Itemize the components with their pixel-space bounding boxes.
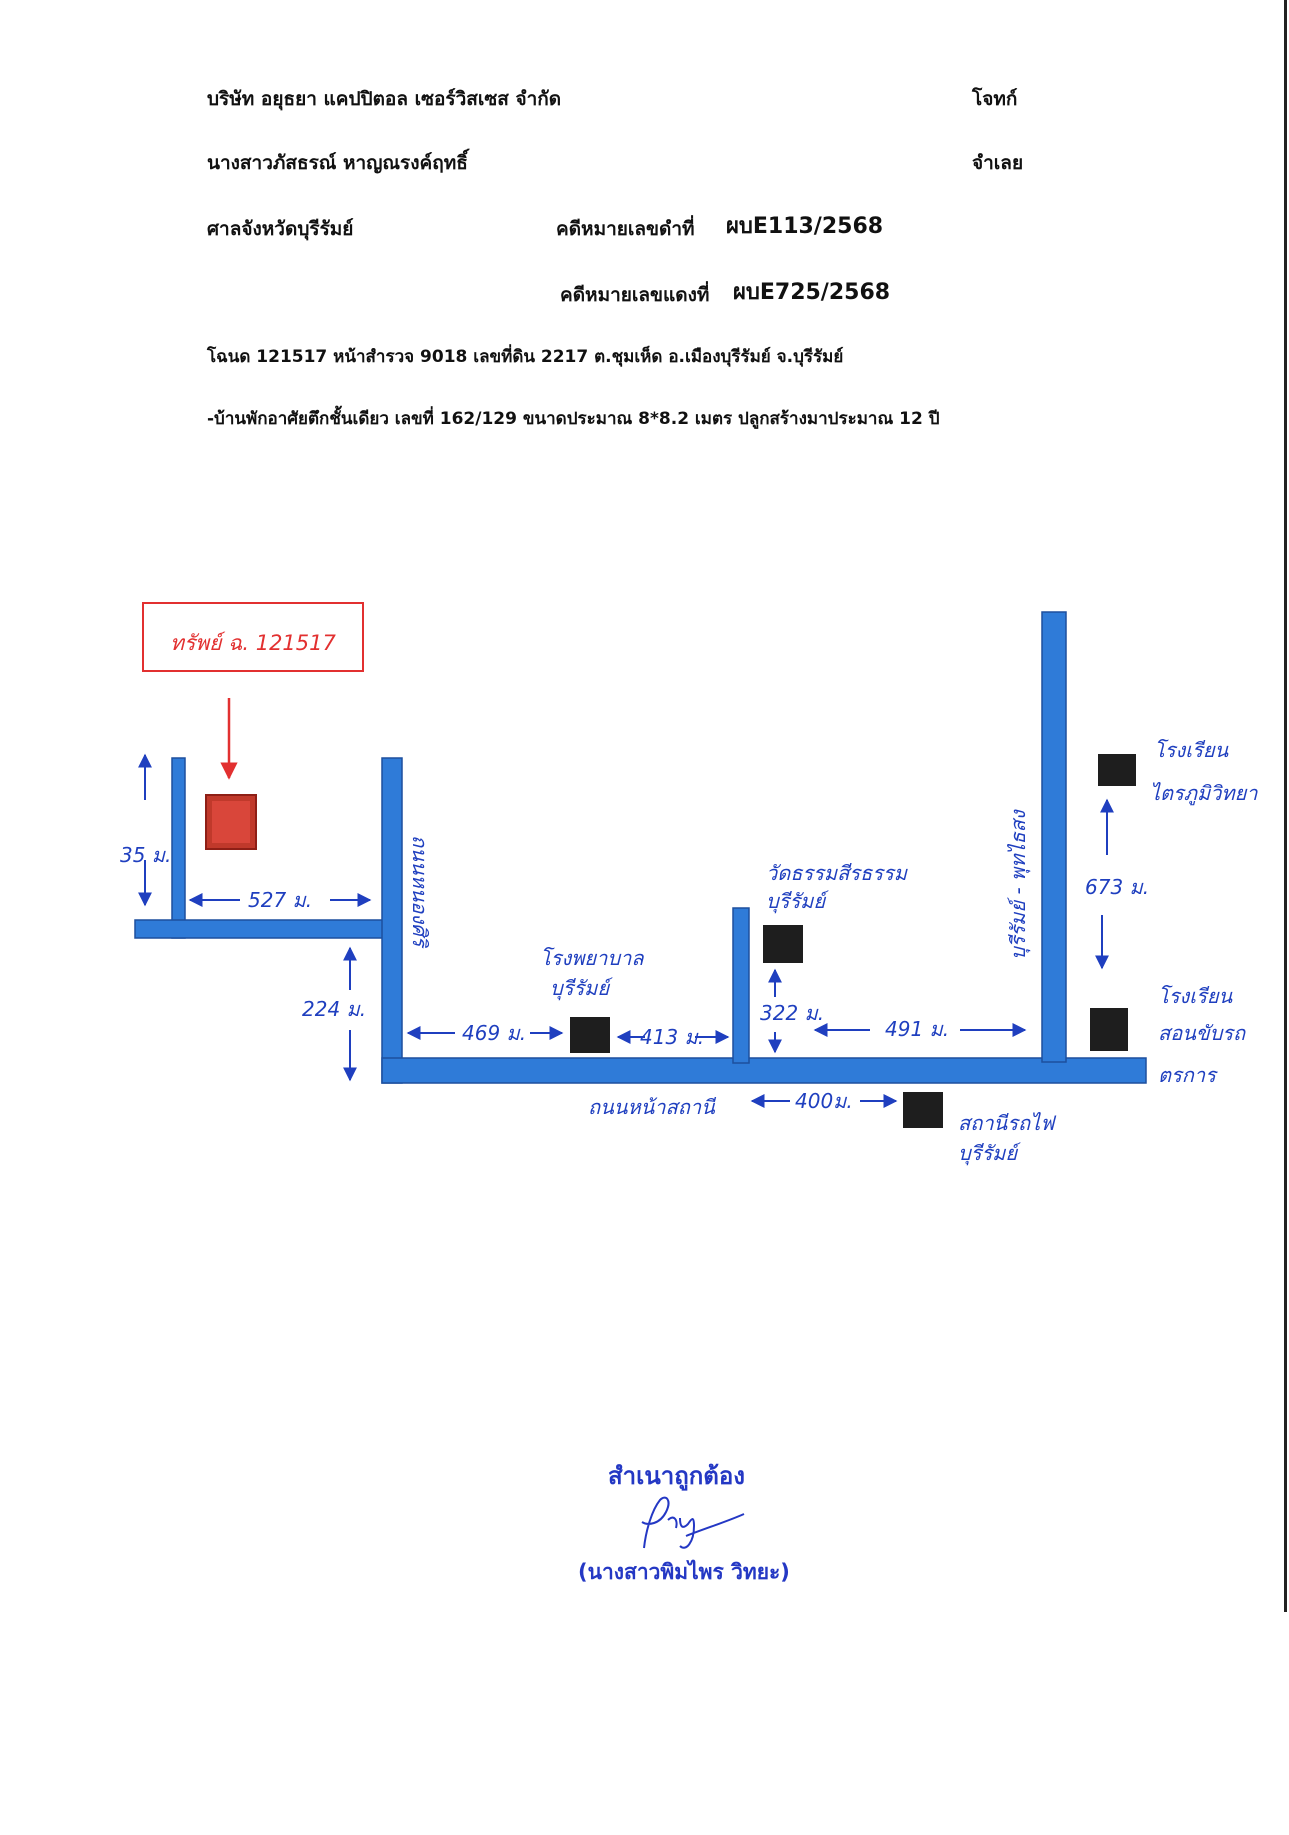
- station-label-2: บุรีรัมย์: [958, 1141, 1021, 1166]
- temple-side-road: [732, 907, 750, 1064]
- station-marker: [903, 1092, 943, 1128]
- soi-distance: 35 ม.: [120, 843, 171, 867]
- defendant-name: นางสาวภัสธรณ์ หาญณรงค์ฤทธิ์: [207, 152, 468, 174]
- nong-siri-road: [381, 757, 403, 1084]
- property-label: ทรัพย์ ฉ. 121517: [170, 631, 336, 655]
- temple-label-1: วัดธรรมสีรธรรม: [766, 861, 909, 885]
- station-distance: 400ม.: [795, 1089, 853, 1113]
- temple-label-2: บุรีรัมย์: [766, 889, 829, 914]
- red-case-label: คดีหมายเลขแดงที่: [560, 284, 710, 306]
- main-road-name: ถนนหน้าสถานี: [588, 1095, 717, 1119]
- black-case-label: คดีหมายเลขดำที่: [556, 218, 695, 240]
- black-case-number: ผบE113/2568: [726, 214, 884, 239]
- location-map: ทรัพย์ ฉ. 121517 35 ม. 527 ม. 224 ม. ถนน…: [120, 602, 1258, 1166]
- house-line: -บ้านพักอาศัยตึกชั้นเดียว เลขที่ 162/129…: [207, 409, 940, 429]
- station-front-road: [381, 1057, 1147, 1084]
- school-south-label-1: โรงเรียน: [1158, 984, 1234, 1008]
- plaintiff-role: โจทก์: [972, 88, 1018, 110]
- lane-road-name: ถนนหนองศิริ: [408, 835, 432, 949]
- hospital-label-2: บุรีรัมย์: [550, 976, 613, 1001]
- school-south-marker: [1090, 1008, 1128, 1051]
- school-north-distance: 673 ม.: [1085, 875, 1149, 899]
- school-north-label-1: โรงเรียน: [1154, 738, 1230, 762]
- property-marker-inner: [212, 801, 250, 843]
- court-name: ศาลจังหวัดบุรีรัมย์: [207, 218, 354, 240]
- road-distance: 224 ม.: [302, 997, 366, 1021]
- page-right-edge: [1284, 0, 1287, 1612]
- temple-marker: [763, 925, 803, 963]
- buriram-phutthaisong-road: [1041, 611, 1067, 1063]
- school-south-label-2: สอนขับรถ: [1158, 1021, 1247, 1045]
- hospital-distance-right: 413 ม.: [640, 1025, 704, 1049]
- lane-road: [134, 919, 386, 939]
- red-case-number: ผบE725/2568: [733, 280, 891, 305]
- lane-distance: 527 ม.: [248, 888, 312, 912]
- property-label-box: [142, 602, 364, 672]
- school-south-label-3: ตรการ: [1158, 1063, 1218, 1087]
- school-north-marker: [1098, 754, 1136, 786]
- certifier-name: (นางสาวพิมไพร วิทยะ): [578, 1560, 790, 1584]
- hospital-label-1: โรงพยาบาล: [540, 946, 645, 970]
- hospital-distance-left: 469 ม.: [462, 1021, 526, 1045]
- station-label-1: สถานีรถไฟ: [958, 1111, 1057, 1135]
- signature: [641, 1496, 745, 1549]
- plaintiff-name: บริษัท อยุธยา แคปปิตอล เซอร์วิสเซส จำกัด: [207, 88, 562, 110]
- soi-road: [171, 757, 186, 939]
- hospital-marker: [570, 1017, 610, 1053]
- vertical-road-name: บุรีรัมย์ - พุทไธสง: [1006, 809, 1031, 960]
- school-north-label-2: ไตรภูมิวิทยา: [1150, 781, 1258, 806]
- certified-copy-title: สำเนาถูกต้อง: [608, 1462, 745, 1490]
- defendant-role: จำเลย: [972, 152, 1024, 174]
- deed-line: โฉนด 121517 หน้าสำรวจ 9018 เลขที่ดิน 221…: [207, 347, 844, 367]
- temple-distance: 322 ม.: [760, 1001, 824, 1025]
- junction-distance: 491 ม.: [885, 1017, 949, 1041]
